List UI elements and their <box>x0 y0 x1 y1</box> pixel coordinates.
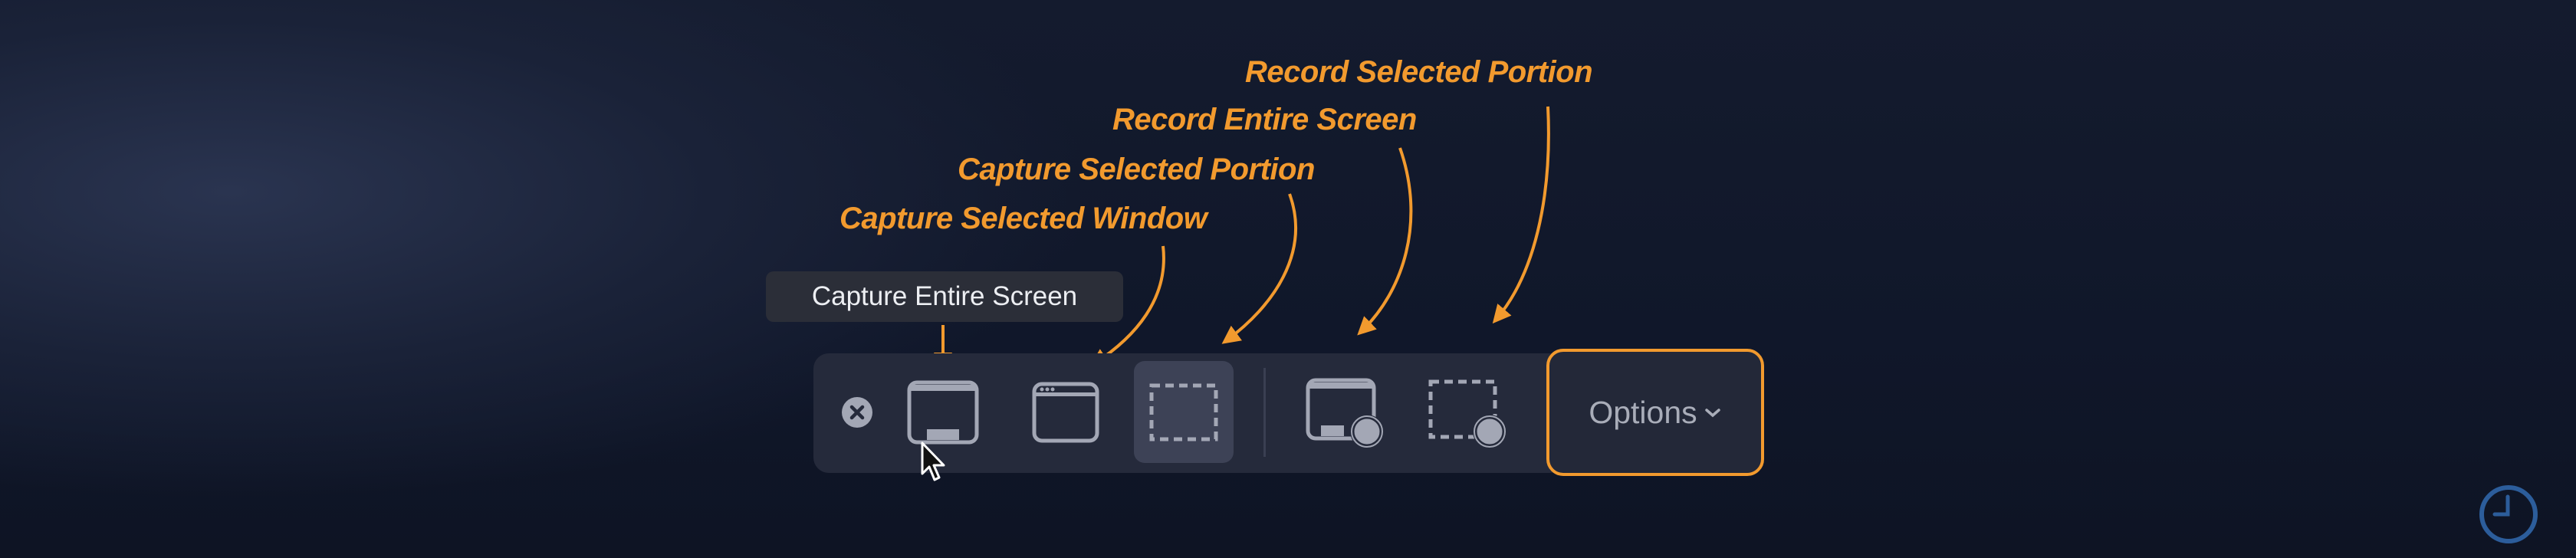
capture-selected-portion-button[interactable] <box>1134 361 1234 463</box>
screen-record-icon <box>1306 378 1384 448</box>
record-entire-screen-button[interactable] <box>1303 376 1388 452</box>
arrow-capture-selected-portion <box>1221 193 1297 344</box>
capture-selected-window-button[interactable] <box>1027 376 1104 449</box>
close-icon <box>842 397 872 428</box>
record-selected-portion-button[interactable] <box>1426 376 1510 452</box>
screen-icon <box>907 380 979 445</box>
arrow-capture-selected-window <box>1089 245 1165 367</box>
tooltip-text: Capture Entire Screen <box>811 281 1078 311</box>
arrow-record-selected-portion <box>1492 106 1550 324</box>
dashed-rect-icon <box>1149 383 1218 441</box>
clock-icon[interactable] <box>2478 484 2539 545</box>
options-button[interactable]: Options <box>1546 349 1764 476</box>
close-button[interactable] <box>838 393 876 432</box>
label-record-entire-screen: Record Entire Screen <box>1112 103 1417 136</box>
mouse-cursor-icon <box>921 441 945 481</box>
toolbar-divider <box>1263 368 1266 457</box>
options-label: Options <box>1589 394 1697 430</box>
label-record-selected-portion: Record Selected Portion <box>1245 55 1593 89</box>
capture-entire-screen-button[interactable] <box>905 376 981 449</box>
chevron-down-icon <box>1704 409 1720 418</box>
tooltip: Capture Entire Screen <box>766 271 1123 322</box>
label-capture-selected-window: Capture Selected Window <box>840 202 1208 235</box>
arrow-record-entire-screen <box>1357 147 1413 336</box>
dashed-record-icon <box>1428 379 1506 448</box>
label-capture-selected-portion: Capture Selected Portion <box>958 153 1315 186</box>
window-icon <box>1032 382 1099 443</box>
